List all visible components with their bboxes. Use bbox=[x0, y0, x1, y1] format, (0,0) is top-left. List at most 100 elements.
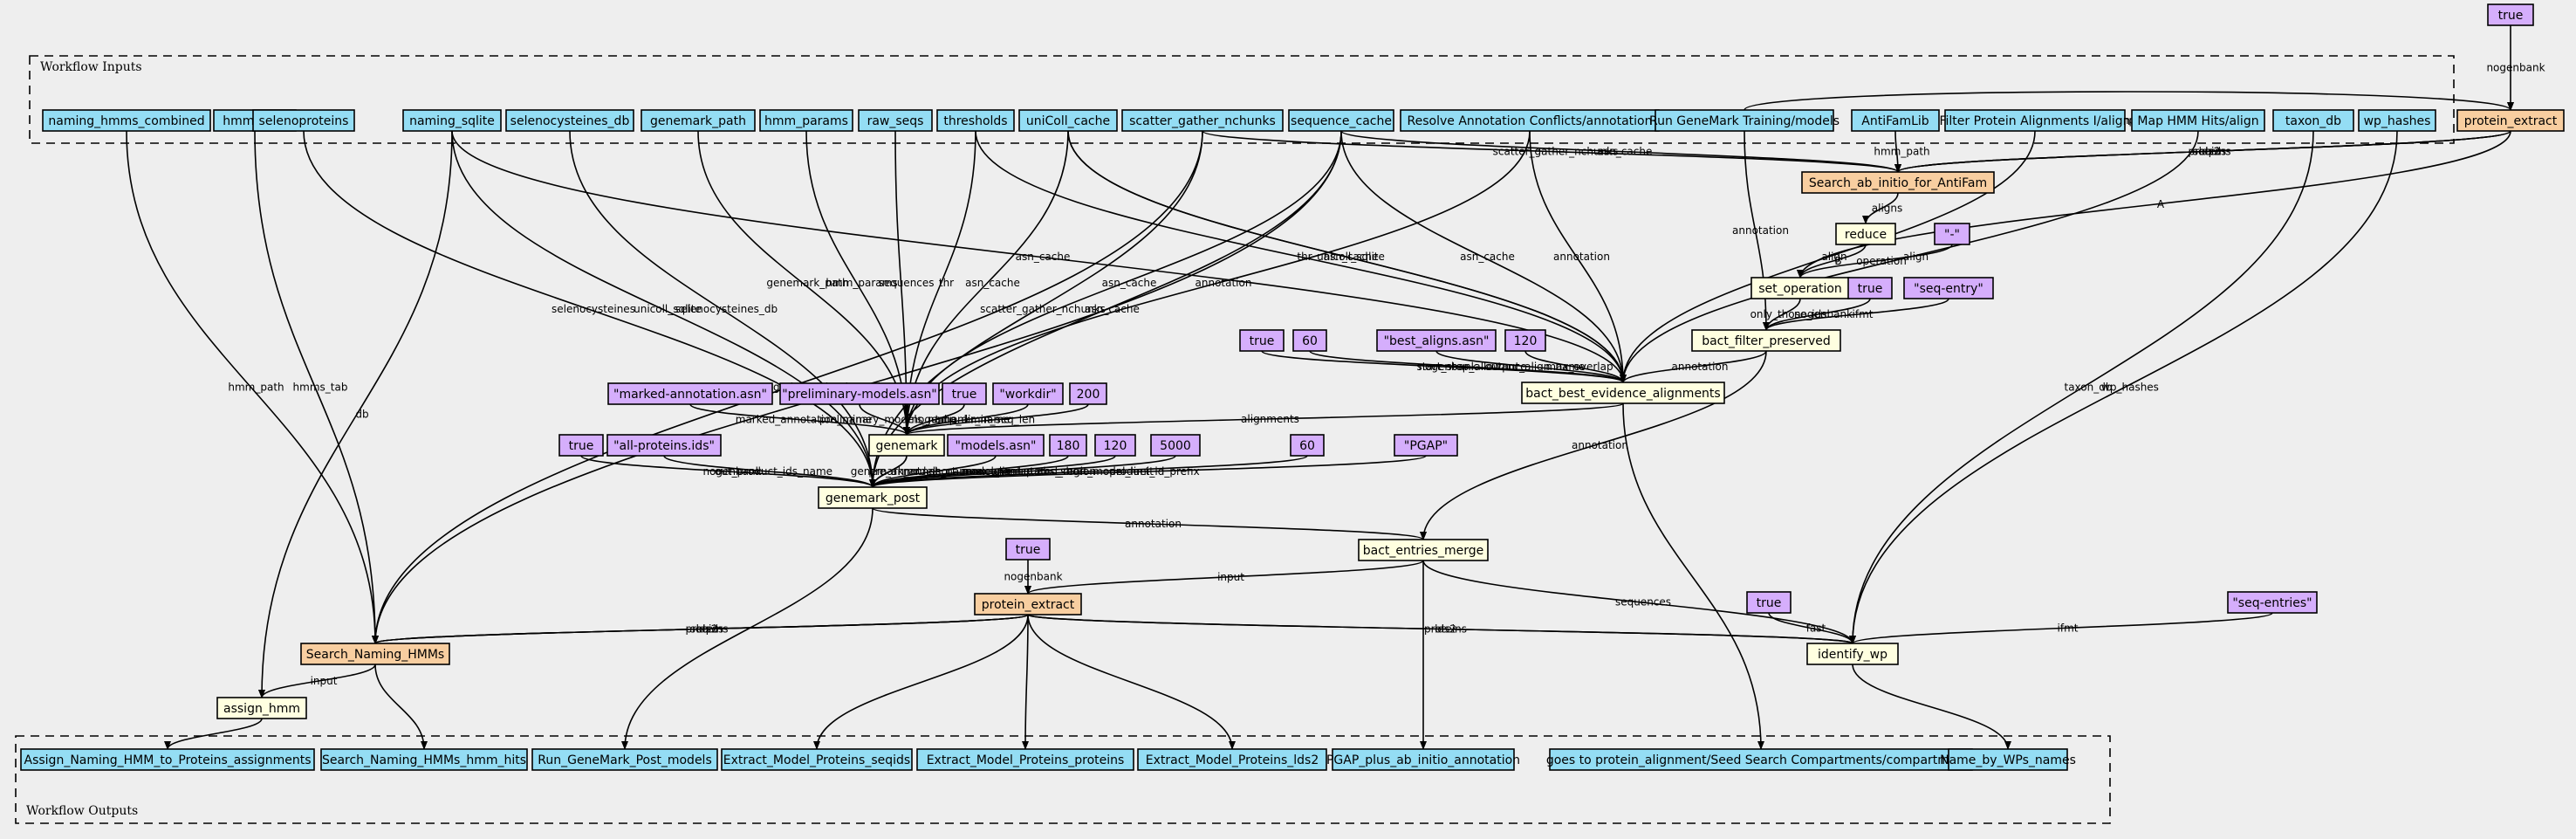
node-in-wp-hashes[interactable]: wp_hashes bbox=[2358, 109, 2436, 132]
edge-label: asn_cache bbox=[1016, 251, 1071, 263]
node-box bbox=[1239, 329, 1285, 352]
edge-in-hmms-tab-to-search-naming-hmms bbox=[254, 130, 379, 644]
edge-in-taxon-db-to-identify-wp bbox=[1849, 130, 2314, 644]
node-protein-extract-mid[interactable]: protein_extract bbox=[974, 593, 1082, 615]
node-const-true-sf[interactable]: true bbox=[1847, 277, 1893, 299]
node-const-60-bba[interactable]: 60 bbox=[1292, 329, 1327, 352]
node-label: Resolve Annotation Conflicts/annotation bbox=[1408, 114, 1653, 128]
node-in-filter-protein-alignments[interactable]: Filter Protein Alignments I/align bbox=[1939, 109, 2131, 132]
node-in-selenocysteines-db[interactable]: selenocysteines_db bbox=[505, 109, 634, 132]
node-in-map-hmm-hits[interactable]: Map HMM Hits/align bbox=[2131, 109, 2265, 132]
node-in-hmm-params[interactable]: hmm_params bbox=[759, 109, 853, 132]
node-assign-hmm[interactable]: assign_hmm bbox=[216, 697, 307, 719]
node-search-ab-initio-for-antifam[interactable]: Search_ab_initio_for_AntiFam bbox=[1801, 171, 1995, 194]
node-identify-wp[interactable]: identify_wp bbox=[1806, 643, 1899, 665]
node-genemark[interactable]: genemark bbox=[868, 434, 945, 457]
node-const-120-bba[interactable]: 120 bbox=[1504, 329, 1546, 352]
node-const-preliminary-models[interactable]: "preliminary-models.asn" bbox=[779, 382, 940, 405]
edge-const-60-bba-to-bact-best-evidence-alignments bbox=[1309, 350, 1627, 383]
node-out-extract-seqids[interactable]: Extract_Model_Proteins_seqids bbox=[721, 748, 913, 771]
node-const-workdir[interactable]: "workdir" bbox=[992, 382, 1064, 405]
node-in-selenoproteins[interactable]: selenoproteins bbox=[252, 109, 355, 132]
node-const-true-iw[interactable]: true bbox=[1746, 591, 1792, 614]
node-const-seq-entries[interactable]: "seq-entries" bbox=[2227, 591, 2318, 614]
node-in-run-genemark[interactable]: Run GeneMark Training/models bbox=[1649, 109, 1840, 132]
edge-label: asn_cache bbox=[1102, 277, 1157, 289]
node-const-true-top[interactable]: true bbox=[2487, 3, 2534, 26]
node-out-goes-to-protein-alignment[interactable]: goes to protein_alignment/Seed Search Co… bbox=[1546, 748, 1976, 771]
edge-label: align bbox=[1821, 251, 1846, 263]
node-reduce[interactable]: reduce bbox=[1835, 223, 1896, 245]
node-const-true-bba[interactable]: true bbox=[1239, 329, 1285, 352]
node-const-120-gp[interactable]: 120 bbox=[1094, 434, 1136, 457]
node-label: scatter_gather_nchunks bbox=[1129, 114, 1276, 128]
node-box bbox=[607, 382, 773, 405]
node-in-naming-sqlite[interactable]: naming_sqlite bbox=[402, 109, 502, 132]
edge-bact-filter-preserved-to-bact-best-evidence-alignments bbox=[1620, 350, 1767, 383]
node-genemark-post[interactable]: genemark_post bbox=[818, 486, 928, 509]
node-bact-filter-preserved[interactable]: bact_filter_preserved bbox=[1691, 329, 1841, 352]
node-out-run-genemark-post[interactable]: Run_GeneMark_Post_models bbox=[531, 748, 718, 771]
node-in-genemark-path[interactable]: genemark_path bbox=[641, 109, 756, 132]
node-label: Extract_Model_Proteins_lds2 bbox=[1146, 753, 1319, 767]
node-in-naming-hmms-combined[interactable]: naming_hmms_combined bbox=[42, 109, 211, 132]
node-const-200[interactable]: 200 bbox=[1069, 382, 1107, 405]
node-in-scatter-gather-nchunks[interactable]: scatter_gather_nchunks bbox=[1121, 109, 1284, 132]
node-search-naming-hmms[interactable]: Search_Naming_HMMs bbox=[300, 643, 450, 665]
node-const-pgap[interactable]: "PGAP" bbox=[1394, 434, 1458, 457]
edge-const-true-gp-to-genemark-post bbox=[580, 455, 876, 488]
node-out-search-naming-hits[interactable]: Search_Naming_HMMs_hmm_hits bbox=[320, 748, 528, 771]
node-const-seq-entry[interactable]: "seq-entry" bbox=[1903, 277, 1994, 299]
node-in-unicoll-cache[interactable]: uniColl_cache bbox=[1018, 109, 1118, 132]
edge-label: genemark_path bbox=[766, 277, 848, 289]
node-out-extract-lds2[interactable]: Extract_Model_Proteins_lds2 bbox=[1137, 748, 1327, 771]
node-const-marked-annotation[interactable]: "marked-annotation.asn" bbox=[607, 382, 773, 405]
node-in-raw-seqs[interactable]: raw_seqs bbox=[858, 109, 933, 132]
node-box bbox=[1394, 434, 1458, 457]
edge-in-map-hmm-hits-to-bact-best-evidence-alignments bbox=[1620, 130, 2199, 383]
node-const-true-pe[interactable]: true bbox=[1005, 538, 1051, 560]
node-label: true bbox=[2498, 9, 2524, 23]
edge-labels-layer: nogenbankinputhmm_pathproteinslds2seqids… bbox=[228, 62, 2545, 688]
node-const-true-gm[interactable]: true bbox=[942, 382, 987, 405]
edge-label: product_id_prefix bbox=[1109, 465, 1199, 478]
edge-label: hmms_tab bbox=[293, 382, 348, 394]
edge-const-5000-to-genemark-post bbox=[869, 455, 1176, 488]
edge-in-filter-protein-alignments-to-bact-best-evidence-alignments bbox=[1620, 130, 2036, 383]
node-bact-best-evidence-alignments[interactable]: bact_best_evidence_alignments bbox=[1521, 382, 1725, 404]
node-bact-entries-merge[interactable]: bact_entries_merge bbox=[1358, 539, 1489, 561]
edge-const-models-asn-to-genemark-post bbox=[869, 455, 997, 488]
node-const-all-proteins[interactable]: "all-proteins.ids" bbox=[606, 434, 722, 457]
node-const-60-gp[interactable]: 60 bbox=[1290, 434, 1325, 457]
edge-label: models_name bbox=[903, 465, 976, 478]
node-set-operation[interactable]: set_operation bbox=[1750, 277, 1850, 299]
node-const-180[interactable]: 180 bbox=[1049, 434, 1087, 457]
edge-label: lds2 bbox=[1435, 623, 1456, 636]
node-out-pgap-plus[interactable]: PGAP_plus_ab_initio_annotation bbox=[1326, 748, 1520, 771]
node-box bbox=[1835, 223, 1896, 245]
edge-in-naming-sqlite-to-assign-hmm bbox=[258, 130, 453, 698]
node-in-sequence-cache[interactable]: sequence_cache bbox=[1288, 109, 1394, 132]
node-in-taxon-db[interactable]: taxon_db bbox=[2272, 109, 2354, 132]
node-box bbox=[606, 434, 722, 457]
node-in-resolve-conflicts[interactable]: Resolve Annotation Conflicts/annotation bbox=[1400, 109, 1660, 132]
node-const-minus[interactable]: "-" bbox=[1934, 223, 1970, 245]
node-in-antifamlib[interactable]: AntiFamLib bbox=[1851, 109, 1940, 132]
node-const-models-asn[interactable]: "models.asn" bbox=[947, 434, 1045, 457]
node-box bbox=[1934, 223, 1970, 245]
node-box bbox=[1847, 277, 1893, 299]
edge-in-scatter-gather-nchunks-to-genemark-post bbox=[869, 130, 1203, 488]
edge-bact-best-evidence-alignments-to-genemark bbox=[903, 402, 1624, 436]
node-const-best-aligns[interactable]: "best_aligns.asn" bbox=[1376, 329, 1497, 352]
edge-identify-wp-to-out-name-by-wps bbox=[1852, 664, 2011, 750]
node-out-name-by-wps[interactable]: Name_by_WPs_names bbox=[1940, 748, 2076, 771]
node-protein-extract-top[interactable]: protein_extract bbox=[2456, 109, 2565, 132]
node-const-5000[interactable]: 5000 bbox=[1150, 434, 1201, 457]
edge-label: aligns bbox=[1872, 203, 1903, 215]
node-box bbox=[1137, 748, 1327, 771]
node-in-thresholds[interactable]: thresholds bbox=[936, 109, 1015, 132]
node-const-true-gp[interactable]: true bbox=[558, 434, 604, 457]
node-box bbox=[252, 109, 355, 132]
node-out-assign-naming[interactable]: Assign_Naming_HMM_to_Proteins_assignment… bbox=[20, 748, 315, 771]
node-out-extract-proteins[interactable]: Extract_Model_Proteins_proteins bbox=[916, 748, 1134, 771]
